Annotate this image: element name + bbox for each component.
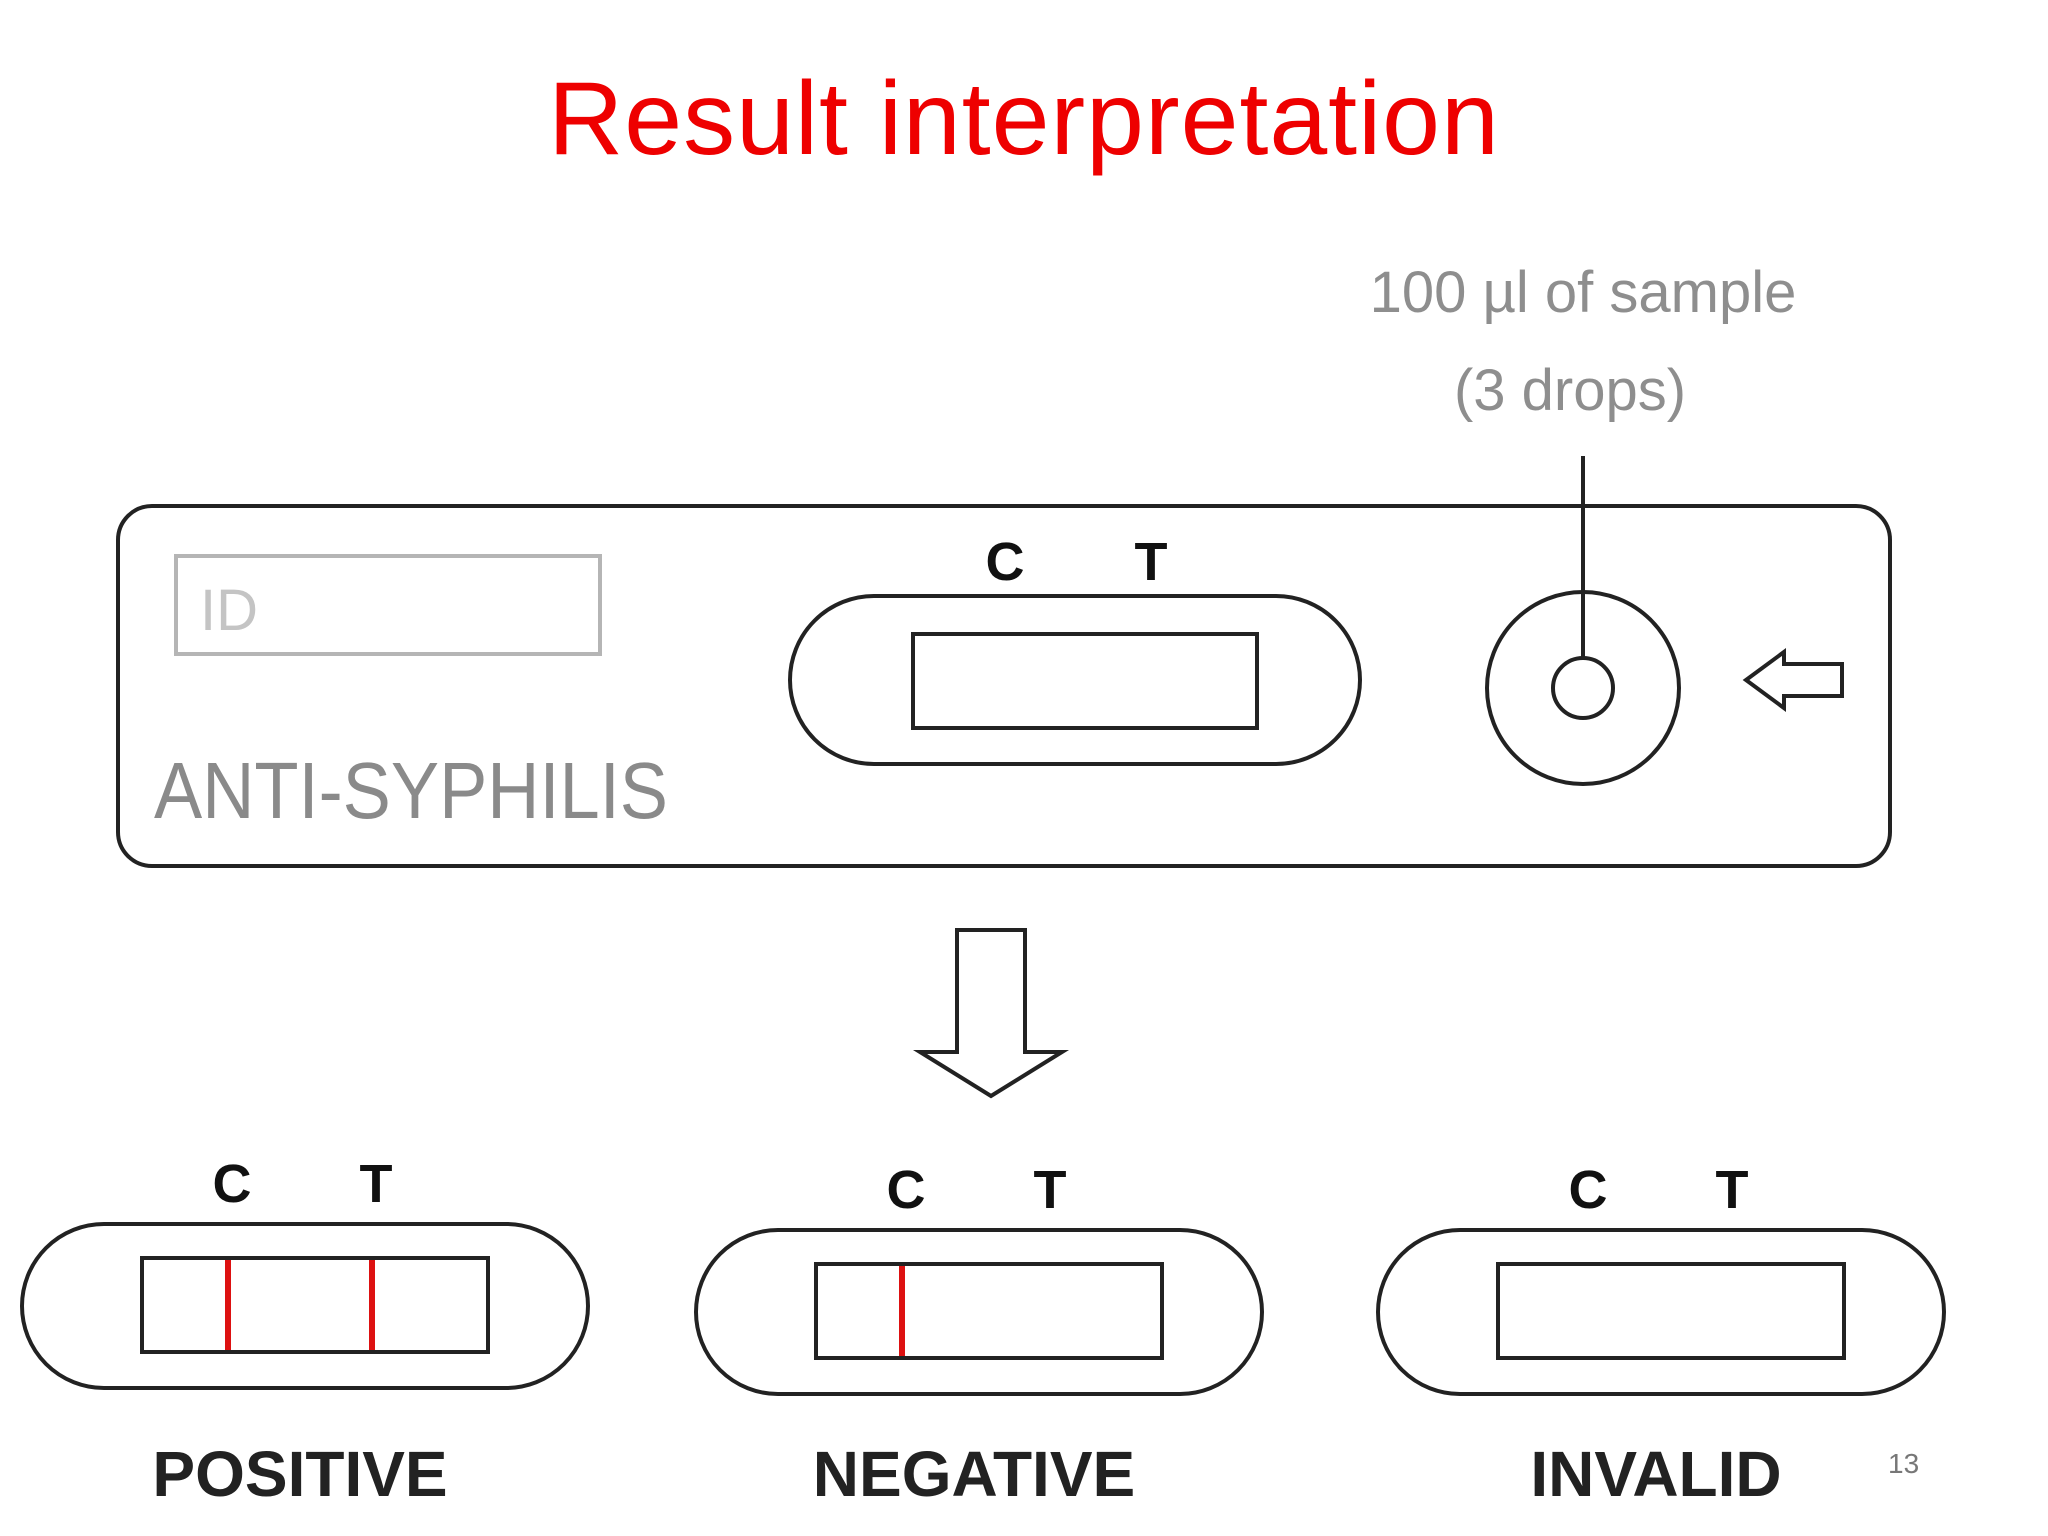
result-window	[911, 632, 1259, 730]
result-test-mark-label: T	[1034, 1160, 1067, 1220]
result-strip-housing	[20, 1222, 590, 1390]
result-test-mark-label: T	[360, 1154, 393, 1214]
result-control-mark-label: C	[1569, 1160, 1608, 1220]
result-label: INVALID	[1530, 1438, 1781, 1510]
flow-direction-arrow-icon	[1742, 648, 1844, 712]
result-strip-housing	[1376, 1228, 1946, 1396]
id-field-label: ID	[200, 578, 258, 643]
down-arrow-icon	[912, 928, 1070, 1099]
result-strip-window	[814, 1262, 1164, 1360]
sample-volume-label: 100 µl of sample	[1370, 260, 1797, 325]
result-label: POSITIVE	[152, 1438, 447, 1510]
sample-well	[1485, 590, 1681, 786]
slide-title: Result interpretation	[548, 61, 1500, 177]
control-mark-label: C	[986, 532, 1025, 592]
result-test-mark-label: T	[1716, 1160, 1749, 1220]
result-control-mark-label: C	[213, 1154, 252, 1214]
slide-number: 13	[1888, 1448, 1920, 1479]
result-examples: C T POSITIVE C T NEGATIVE C T INVALID	[20, 1154, 1946, 1510]
result-strip-housing	[694, 1228, 1264, 1396]
sample-well-hole	[1551, 656, 1615, 720]
result-strip-window	[1496, 1262, 1846, 1360]
cassette-body	[116, 504, 1892, 868]
result-control-mark-label: C	[887, 1160, 926, 1220]
result-strip-window	[140, 1256, 490, 1354]
sample-drops-label: (3 drops)	[1454, 358, 1686, 423]
test-mark-label: T	[1135, 532, 1168, 592]
result-window-housing	[788, 594, 1362, 766]
id-field	[174, 554, 602, 656]
result-label: NEGATIVE	[813, 1438, 1135, 1510]
device-name: ANTI-SYPHILIS	[154, 746, 668, 835]
